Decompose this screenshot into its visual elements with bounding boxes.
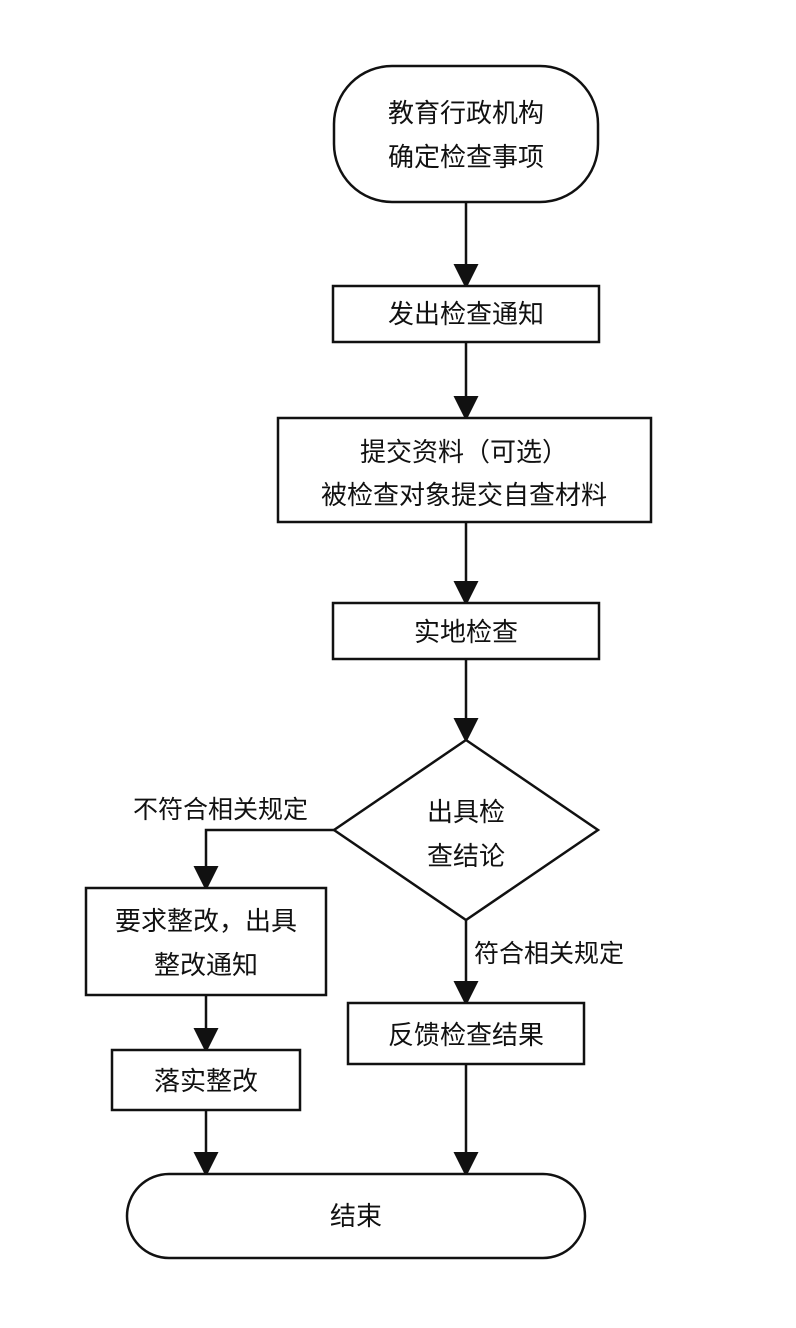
rectify-notice-line1: 要求整改，出具 <box>115 907 297 937</box>
submit-materials-line2: 被检查对象提交自查材料 <box>321 481 607 511</box>
notice-label: 发出检查通知 <box>388 300 544 330</box>
implement-rectification-box: 落实整改 <box>110 1048 302 1112</box>
branch-fail-label: 不符合相关规定 <box>133 795 308 824</box>
rectify-notice-line2: 整改通知 <box>154 951 258 981</box>
onsite-inspection-box: 实地检查 <box>331 601 601 661</box>
end-node: 结束 <box>125 1172 587 1260</box>
start-node-line1: 教育行政机构 <box>388 99 544 129</box>
decision-line2: 查结论 <box>427 842 505 872</box>
feedback-results-box: 反馈检查结果 <box>346 1001 586 1066</box>
rectify-notice-box: 要求整改，出具 整改通知 <box>84 886 328 997</box>
implement-rectification-label: 落实整改 <box>154 1067 258 1097</box>
submit-materials-line1: 提交资料（可选） <box>360 438 568 468</box>
start-node: 教育行政机构 确定检查事项 <box>332 64 600 204</box>
notice-box: 发出检查通知 <box>331 284 601 344</box>
branch-pass-label: 符合相关规定 <box>474 939 624 968</box>
decision-line1: 出具检 <box>427 798 505 828</box>
arrow-decision-to-rectify <box>193 828 334 891</box>
end-label: 结束 <box>330 1202 382 1232</box>
feedback-results-label: 反馈检查结果 <box>388 1021 544 1051</box>
onsite-inspection-label: 实地检查 <box>414 618 518 648</box>
start-node-line2: 确定检查事项 <box>388 143 544 173</box>
submit-materials-box: 提交资料（可选） 被检查对象提交自查材料 <box>276 416 653 524</box>
decision-diamond: 出具检 查结论 <box>331 738 601 922</box>
